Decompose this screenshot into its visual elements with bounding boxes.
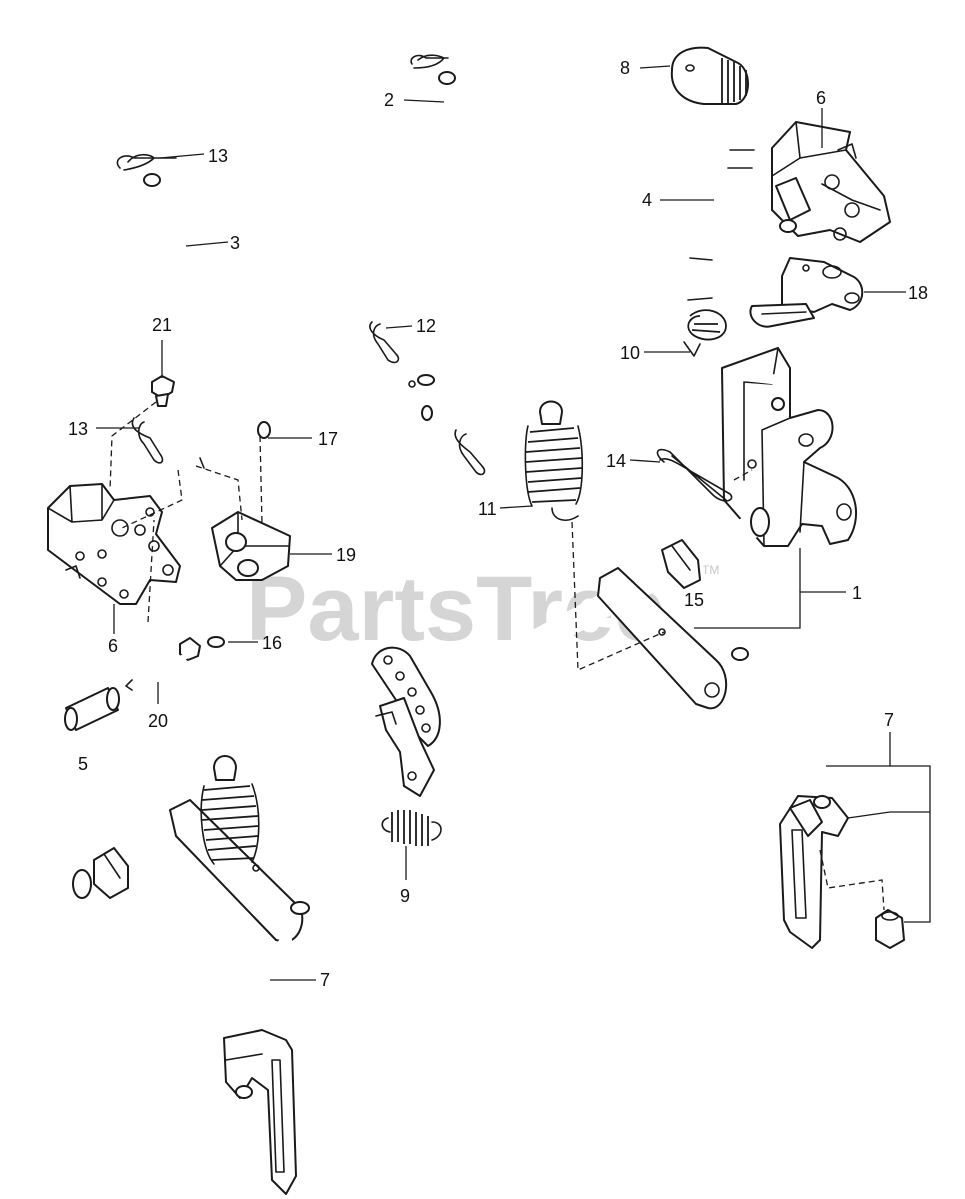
bracket-18[interactable] xyxy=(749,257,864,328)
callout-11: 11 xyxy=(478,499,497,519)
hairpin-clip-2-bottom[interactable] xyxy=(454,429,486,476)
callout-13-top: 13 xyxy=(208,146,228,166)
hairpin-clip-12[interactable] xyxy=(369,321,400,364)
pin-17[interactable] xyxy=(194,421,271,469)
lift-arm-left[interactable] xyxy=(169,799,310,943)
callout-14: 14 xyxy=(606,451,626,471)
hairpin-clip-13-left[interactable] xyxy=(131,417,164,464)
callout-6-left: 6 xyxy=(108,636,118,656)
spring-9[interactable] xyxy=(381,810,442,846)
callout-8: 8 xyxy=(620,58,630,78)
hairpin-clip-14[interactable] xyxy=(656,448,733,502)
sector-plate[interactable] xyxy=(371,646,441,797)
callout-labels: 2 3 13 8 4 6 18 10 12 14 11 21 13 17 19 … xyxy=(68,58,928,990)
callout-18: 18 xyxy=(908,283,928,303)
hex-bushing-15[interactable] xyxy=(661,539,701,589)
link-7-right[interactable] xyxy=(731,647,905,949)
callout-7-right: 7 xyxy=(884,710,894,730)
callout-1: 1 xyxy=(852,583,862,603)
callout-9: 9 xyxy=(400,886,410,906)
callout-5: 5 xyxy=(78,754,88,774)
rod-2[interactable] xyxy=(421,71,530,421)
spring-11[interactable] xyxy=(524,400,584,521)
watermark-trademark: TM xyxy=(702,563,719,577)
callout-4: 4 xyxy=(642,190,652,210)
callout-6-top: 6 xyxy=(816,88,826,108)
bracket-1-main[interactable] xyxy=(721,347,858,547)
hairpin-clip-13-top[interactable] xyxy=(116,153,177,171)
hairpin-clip-2-top[interactable] xyxy=(410,54,449,69)
callout-7-bottom: 7 xyxy=(320,970,330,990)
assembly-lines xyxy=(109,401,885,911)
callout-15: 15 xyxy=(684,590,704,610)
pin-16[interactable] xyxy=(207,596,228,648)
hex-collar-left[interactable] xyxy=(93,847,129,899)
callout-20: 20 xyxy=(148,711,168,731)
callout-16: 16 xyxy=(262,633,282,653)
rod-3[interactable] xyxy=(143,173,435,396)
bracket-6-left[interactable] xyxy=(47,483,181,605)
callout-3: 3 xyxy=(230,233,240,253)
bracket-19[interactable] xyxy=(211,511,291,581)
bolt-20[interactable] xyxy=(125,637,201,691)
callout-2: 2 xyxy=(384,90,394,110)
spring-clip-10[interactable] xyxy=(683,309,727,357)
callout-10: 10 xyxy=(620,343,640,363)
callout-12: 12 xyxy=(416,316,436,336)
callout-19: 19 xyxy=(336,545,356,565)
callout-13-left: 13 xyxy=(68,419,88,439)
lever-4[interactable] xyxy=(685,77,769,387)
spacer-5[interactable] xyxy=(64,687,120,731)
lift-arm-plate[interactable] xyxy=(597,567,727,710)
spring-lift-left[interactable] xyxy=(200,755,260,865)
link-7-bottom[interactable] xyxy=(223,934,297,1195)
bolt-21[interactable] xyxy=(151,375,175,407)
callout-21: 21 xyxy=(152,315,172,335)
callout-17: 17 xyxy=(318,429,338,449)
bracket-6-top[interactable] xyxy=(771,121,891,243)
leader-lines xyxy=(96,65,931,981)
knob-8[interactable] xyxy=(670,46,749,105)
